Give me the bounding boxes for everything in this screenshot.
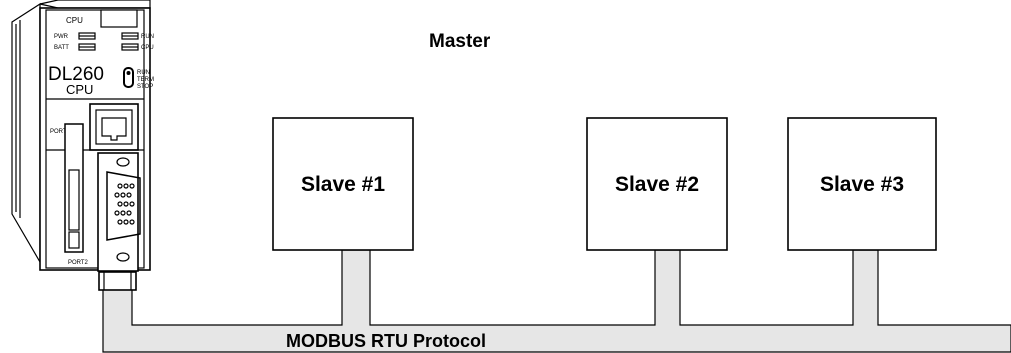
port2-dsub (106, 171, 141, 241)
plc-model: DL260 (48, 64, 104, 85)
port1-label: PORT 1 (50, 129, 72, 135)
slave-3-box (787, 117, 937, 251)
slave-3-label: Slave #3 (820, 173, 904, 196)
plc-top (39, 0, 151, 9)
protocol-label: MODBUS RTU Protocol (286, 331, 486, 351)
memory-slot (64, 123, 84, 253)
led-cpu-label: CPU (141, 45, 154, 51)
slave-1-label: Slave #1 (301, 173, 385, 196)
plc-cpu-label: CPU (66, 16, 83, 25)
port2-pins (114, 183, 135, 225)
master-label: Master (429, 31, 491, 52)
switch-run-label: RUN (137, 70, 150, 76)
slave-2-label: Slave #2 (615, 173, 699, 196)
bus-cable (102, 249, 1011, 353)
slave-2-box (586, 117, 728, 251)
plc-display (100, 9, 138, 28)
led-batt-label: BATT (54, 45, 69, 51)
plc-model-sub: CPU (66, 82, 93, 97)
switch-stop-label: STOP (137, 84, 153, 90)
led-pwr-label: PWR (54, 34, 69, 40)
dl260-plc: CPU PWR BATT RUN CPU DL260 CPU RUN TERM … (11, 0, 154, 291)
mode-switch (123, 67, 134, 88)
led-run-label: RUN (141, 34, 154, 40)
slave-1-box (272, 117, 414, 251)
slave-3: Slave #3 (787, 117, 937, 251)
port2-label: PORT2 (68, 260, 89, 266)
network-bus (102, 249, 1011, 353)
slave-2: Slave #2 (586, 117, 728, 251)
plc-cable-connector (98, 271, 137, 291)
slave-1: Slave #1 (272, 117, 414, 251)
switch-term-label: TERM (137, 77, 154, 83)
port1-connector (89, 103, 139, 151)
